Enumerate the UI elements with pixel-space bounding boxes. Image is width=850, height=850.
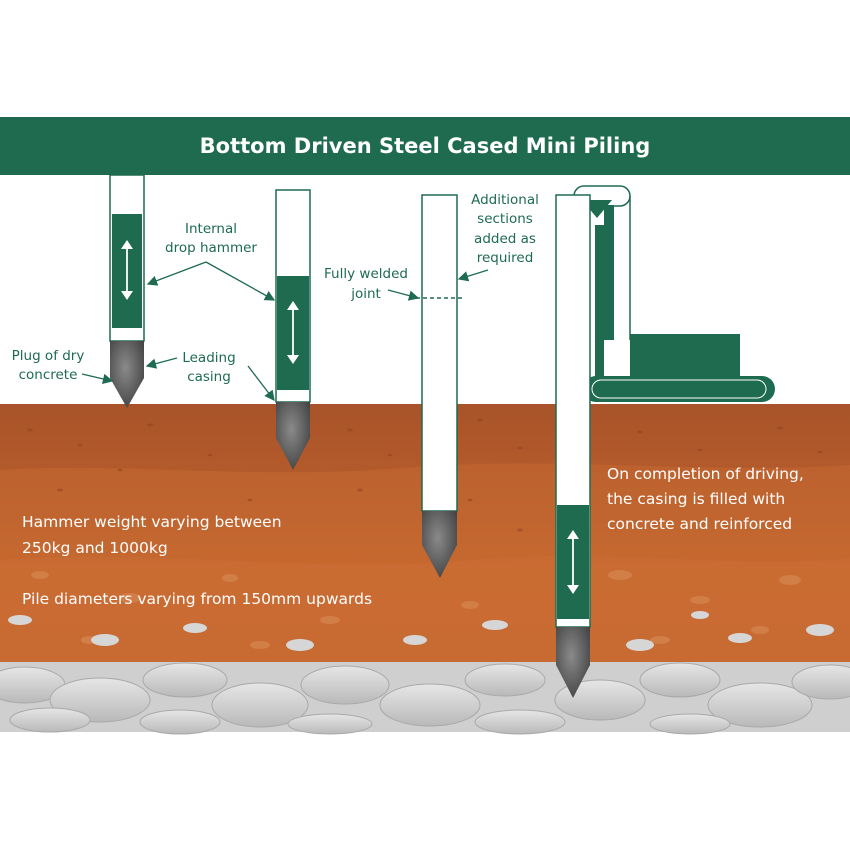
label-internal-drop-hammer: Internal drop hammer bbox=[146, 221, 276, 301]
note-completion: On completion of driving, the casing is … bbox=[607, 465, 804, 533]
leading-casing-line2: casing bbox=[187, 369, 231, 385]
completion-line3: concrete and reinforced bbox=[607, 515, 792, 533]
plug-line2: concrete bbox=[19, 367, 78, 383]
plug-line1: Plug of dry bbox=[12, 348, 85, 364]
page-title: Bottom Driven Steel Cased Mini Piling bbox=[200, 134, 651, 158]
pile-1 bbox=[109, 174, 145, 408]
casing bbox=[421, 194, 458, 512]
concrete-plug bbox=[422, 511, 457, 578]
note-hammer-weight: Hammer weight varying between 250kg and … bbox=[22, 513, 282, 557]
label-leading-casing: Leading casing bbox=[145, 350, 275, 402]
lower-soil-band bbox=[0, 556, 850, 680]
welded-line2: joint bbox=[350, 286, 381, 302]
rig-mast-arm bbox=[604, 205, 614, 340]
rock-layer bbox=[0, 662, 850, 735]
additional-line2: sections bbox=[477, 211, 533, 227]
welded-line1: Fully welded bbox=[324, 266, 408, 282]
soil-speckles bbox=[27, 418, 823, 532]
up-down-arrow-icon bbox=[287, 301, 299, 364]
concrete-plug bbox=[556, 627, 590, 698]
soil-pebbles bbox=[31, 570, 801, 649]
internal-drop-hammer-line2: drop hammer bbox=[165, 240, 257, 256]
internal-drop-hammer-line1: Internal bbox=[185, 221, 237, 237]
up-down-arrow-icon bbox=[121, 240, 133, 300]
rig-body bbox=[630, 334, 740, 382]
hammer-weight-line2: 250kg and 1000kg bbox=[22, 539, 168, 557]
additional-line4: required bbox=[477, 250, 534, 266]
additional-line1: Additional bbox=[471, 192, 539, 208]
completion-line1: On completion of driving, bbox=[607, 465, 804, 483]
piling-rig bbox=[582, 200, 775, 402]
title-banner bbox=[0, 117, 850, 175]
rig-track-inner bbox=[591, 379, 767, 399]
leading-casing-line1: Leading bbox=[182, 350, 235, 366]
small-stones bbox=[8, 611, 834, 651]
pile-2 bbox=[275, 189, 311, 470]
completion-line2: the casing is filled with bbox=[607, 490, 785, 508]
label-plug-of-dry-concrete: Plug of dry concrete bbox=[12, 348, 114, 384]
note-pile-diameters: Pile diameters varying from 150mm upward… bbox=[22, 590, 372, 608]
up-down-arrow-icon bbox=[567, 530, 579, 594]
pile-4 bbox=[555, 185, 631, 698]
rig-mast bbox=[595, 225, 604, 377]
pile-3 bbox=[416, 194, 463, 578]
hammer-weight-line1: Hammer weight varying between bbox=[22, 513, 282, 531]
label-fully-welded-joint: Fully welded joint bbox=[324, 266, 420, 302]
label-additional-sections: Additional sections added as required bbox=[457, 192, 539, 282]
concrete-plug bbox=[276, 402, 310, 470]
additional-line3: added as bbox=[474, 231, 536, 247]
concrete-plug bbox=[110, 341, 144, 408]
